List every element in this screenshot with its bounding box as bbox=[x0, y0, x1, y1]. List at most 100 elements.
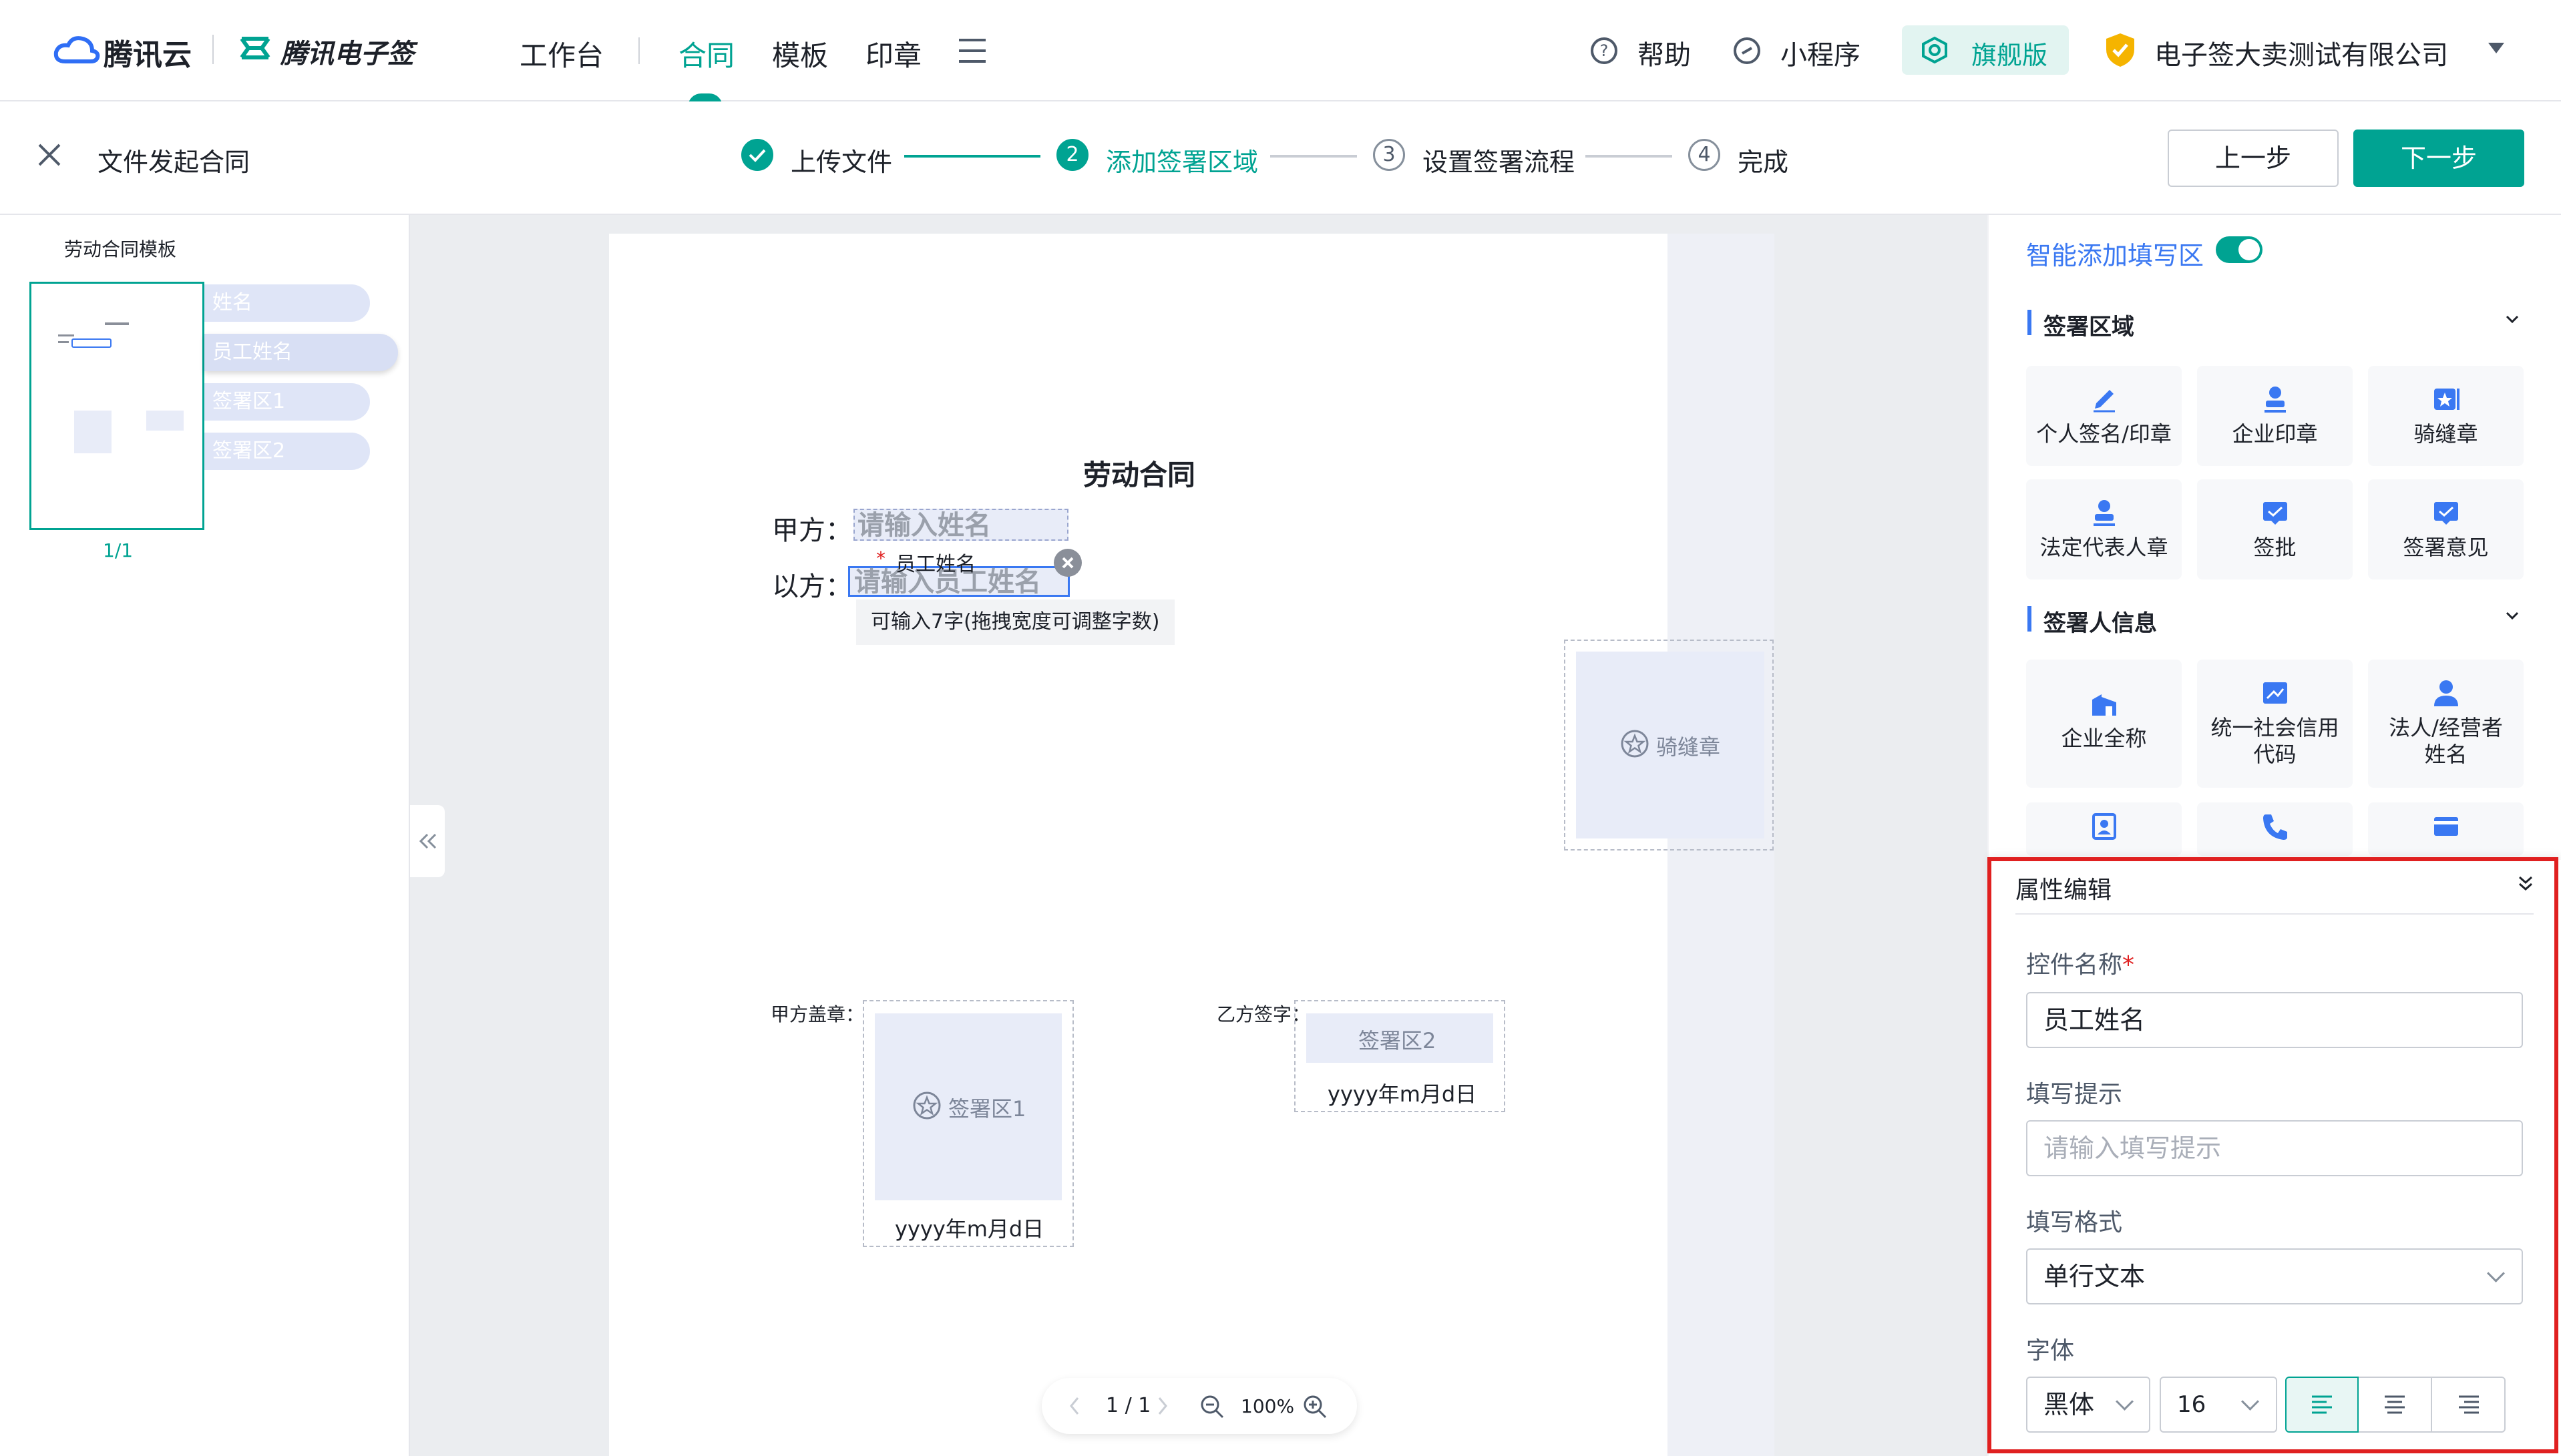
star-stamp-icon bbox=[912, 1091, 942, 1120]
hint-input[interactable]: 请输入填写提示 bbox=[2026, 1120, 2523, 1176]
smart-add-toggle[interactable] bbox=[2216, 236, 2262, 263]
nav-contract[interactable]: 合同 bbox=[678, 39, 735, 72]
company-name[interactable]: 电子签大卖测试有限公司 bbox=[2154, 40, 2448, 71]
field-pill-sign1[interactable]: 签署区1 bbox=[204, 383, 370, 421]
party-a-name-field[interactable]: 请输入姓名 bbox=[853, 509, 1068, 541]
control-approval[interactable]: 签批 bbox=[2197, 479, 2353, 579]
building-icon bbox=[2090, 689, 2119, 718]
nav-seal[interactable]: 印章 bbox=[865, 39, 922, 72]
property-editor: 属性编辑 控件名称* 员工姓名 填写提示 请输入填写提示 填写格式 单行文本 字… bbox=[1989, 860, 2561, 1456]
person-icon bbox=[2431, 678, 2461, 708]
control-partial[interactable] bbox=[2368, 802, 2524, 856]
required-mark: * bbox=[2122, 951, 2135, 979]
field-pill-employee-name[interactable]: 员工姓名 bbox=[204, 334, 398, 371]
page-thumbnail[interactable] bbox=[29, 282, 204, 530]
align-left-icon bbox=[2312, 1395, 2332, 1414]
collapse-section-icon[interactable] bbox=[2506, 609, 2519, 622]
control-partial[interactable] bbox=[2026, 802, 2182, 856]
brand-tencent-cloud[interactable]: 腾讯云 bbox=[104, 38, 192, 72]
step-connector bbox=[904, 155, 1040, 158]
zoom-out-icon[interactable] bbox=[1199, 1394, 1225, 1419]
help-icon[interactable]: ? bbox=[1589, 36, 1619, 65]
step-connector bbox=[1585, 155, 1672, 158]
required-mark: * bbox=[876, 547, 885, 569]
nav-workbench[interactable]: 工作台 bbox=[520, 39, 604, 72]
control-label: 骑缝章 bbox=[2413, 421, 2478, 447]
control-legal-person-name[interactable]: 法人/经营者姓名 bbox=[2368, 660, 2524, 788]
thumb-sign-area bbox=[146, 411, 184, 431]
stamp-icon bbox=[2260, 385, 2290, 414]
toggle-knob bbox=[2238, 239, 2260, 260]
control-legal-rep-seal[interactable]: 法定代表人章 bbox=[2026, 479, 2182, 579]
sign-region-2[interactable]: 签署区2 yyyy年m月d日 bbox=[1294, 1000, 1505, 1112]
control-credit-code[interactable]: 统一社会信用代码 bbox=[2197, 660, 2353, 788]
party-a-label: 甲方： bbox=[772, 515, 852, 546]
format-label: 填写格式 bbox=[2026, 1209, 2123, 1236]
party-b-label: 以方： bbox=[772, 571, 852, 602]
field-pill-name[interactable]: 姓名 bbox=[204, 284, 370, 322]
collapse-double-icon[interactable] bbox=[2518, 875, 2534, 893]
prev-page-icon[interactable] bbox=[1068, 1397, 1080, 1415]
step-1-label: 上传文件 bbox=[791, 148, 893, 177]
align-right-icon bbox=[2459, 1395, 2479, 1414]
font-size-select[interactable]: 16 bbox=[2160, 1377, 2277, 1433]
step-1-done-icon bbox=[741, 139, 773, 171]
section-sign-title: 签署区域 bbox=[2043, 314, 2134, 340]
control-personal-sign[interactable]: 个人签名/印章 bbox=[2026, 366, 2182, 466]
font-label: 字体 bbox=[2026, 1337, 2075, 1365]
field-tooltip: 可输入7字(拖拽宽度可调整字数) bbox=[856, 599, 1175, 645]
prev-step-button[interactable]: 上一步 bbox=[2168, 130, 2339, 187]
seam-strip bbox=[1667, 234, 1774, 1456]
tencent-cloud-logo-icon bbox=[53, 35, 100, 64]
edition-badge[interactable]: 旗舰版 bbox=[1902, 25, 2069, 75]
sign-region-2-fill bbox=[1306, 1013, 1493, 1063]
brand-esign[interactable]: 腾讯电子签 bbox=[280, 39, 414, 69]
link-icon[interactable] bbox=[1732, 36, 1762, 65]
format-select[interactable]: 单行文本 bbox=[2026, 1248, 2523, 1304]
control-name-input[interactable]: 员工姓名 bbox=[2026, 992, 2523, 1048]
thumb-field bbox=[71, 338, 112, 348]
divider bbox=[212, 35, 214, 64]
seam-seal-region[interactable]: 骑缝章 bbox=[1564, 640, 1774, 851]
align-left-button[interactable] bbox=[2285, 1377, 2359, 1433]
field-tag-label: 员工姓名 bbox=[896, 553, 976, 576]
control-partial[interactable] bbox=[2197, 802, 2353, 856]
nav-template[interactable]: 模板 bbox=[772, 39, 829, 72]
sign-region-2-label: 签署区2 bbox=[1358, 1028, 1436, 1053]
sign-region-1[interactable]: 签署区1 yyyy年m月d日 bbox=[863, 1000, 1074, 1247]
step-3-number: 3 bbox=[1373, 139, 1405, 171]
align-center-button[interactable] bbox=[2359, 1377, 2432, 1433]
control-seam-seal[interactable]: 骑缝章 bbox=[2368, 366, 2524, 466]
align-right-button[interactable] bbox=[2432, 1377, 2506, 1433]
delete-field-icon[interactable] bbox=[1054, 549, 1082, 577]
miniapp-link[interactable]: 小程序 bbox=[1780, 40, 1860, 71]
font-family-select[interactable]: 黑体 bbox=[2026, 1377, 2150, 1433]
crown-icon bbox=[1921, 36, 1949, 64]
hint-label: 填写提示 bbox=[2026, 1081, 2123, 1108]
collapse-panel-button[interactable] bbox=[410, 805, 445, 877]
menu-icon[interactable] bbox=[958, 37, 987, 64]
control-name-label: 控件名称* bbox=[2026, 945, 2134, 980]
zoom-in-icon[interactable] bbox=[1302, 1394, 1328, 1419]
control-company-fullname[interactable]: 企业全称 bbox=[2026, 660, 2182, 788]
party-b-employee-name-field[interactable]: 请输入员工姓名 bbox=[848, 566, 1070, 597]
next-step-button[interactable]: 下一步 bbox=[2353, 130, 2524, 187]
divider bbox=[638, 37, 640, 64]
field-pill-sign2[interactable]: 签署区2 bbox=[204, 433, 370, 470]
next-page-icon[interactable] bbox=[1157, 1397, 1169, 1415]
help-link[interactable]: 帮助 bbox=[1637, 40, 1691, 71]
control-sign-opinion[interactable]: 签署意见 bbox=[2368, 479, 2524, 579]
thumb-line bbox=[105, 322, 129, 325]
control-label: 法定代表人章 bbox=[2039, 535, 2168, 560]
control-company-seal[interactable]: 企业印章 bbox=[2197, 366, 2353, 466]
contact-icon bbox=[2090, 812, 2119, 841]
document-title: 劳动合同 bbox=[1083, 459, 1196, 491]
party-a-placeholder: 请输入姓名 bbox=[857, 510, 991, 541]
section-bar bbox=[2027, 310, 2031, 335]
chevron-down-icon bbox=[2116, 1393, 2134, 1411]
page-toolbar: 1 / 1 100% bbox=[1042, 1378, 1357, 1434]
close-icon[interactable] bbox=[37, 143, 61, 167]
collapse-section-icon[interactable] bbox=[2506, 312, 2519, 326]
esign-logo-icon bbox=[239, 35, 271, 61]
caret-down-icon[interactable] bbox=[2488, 43, 2504, 53]
